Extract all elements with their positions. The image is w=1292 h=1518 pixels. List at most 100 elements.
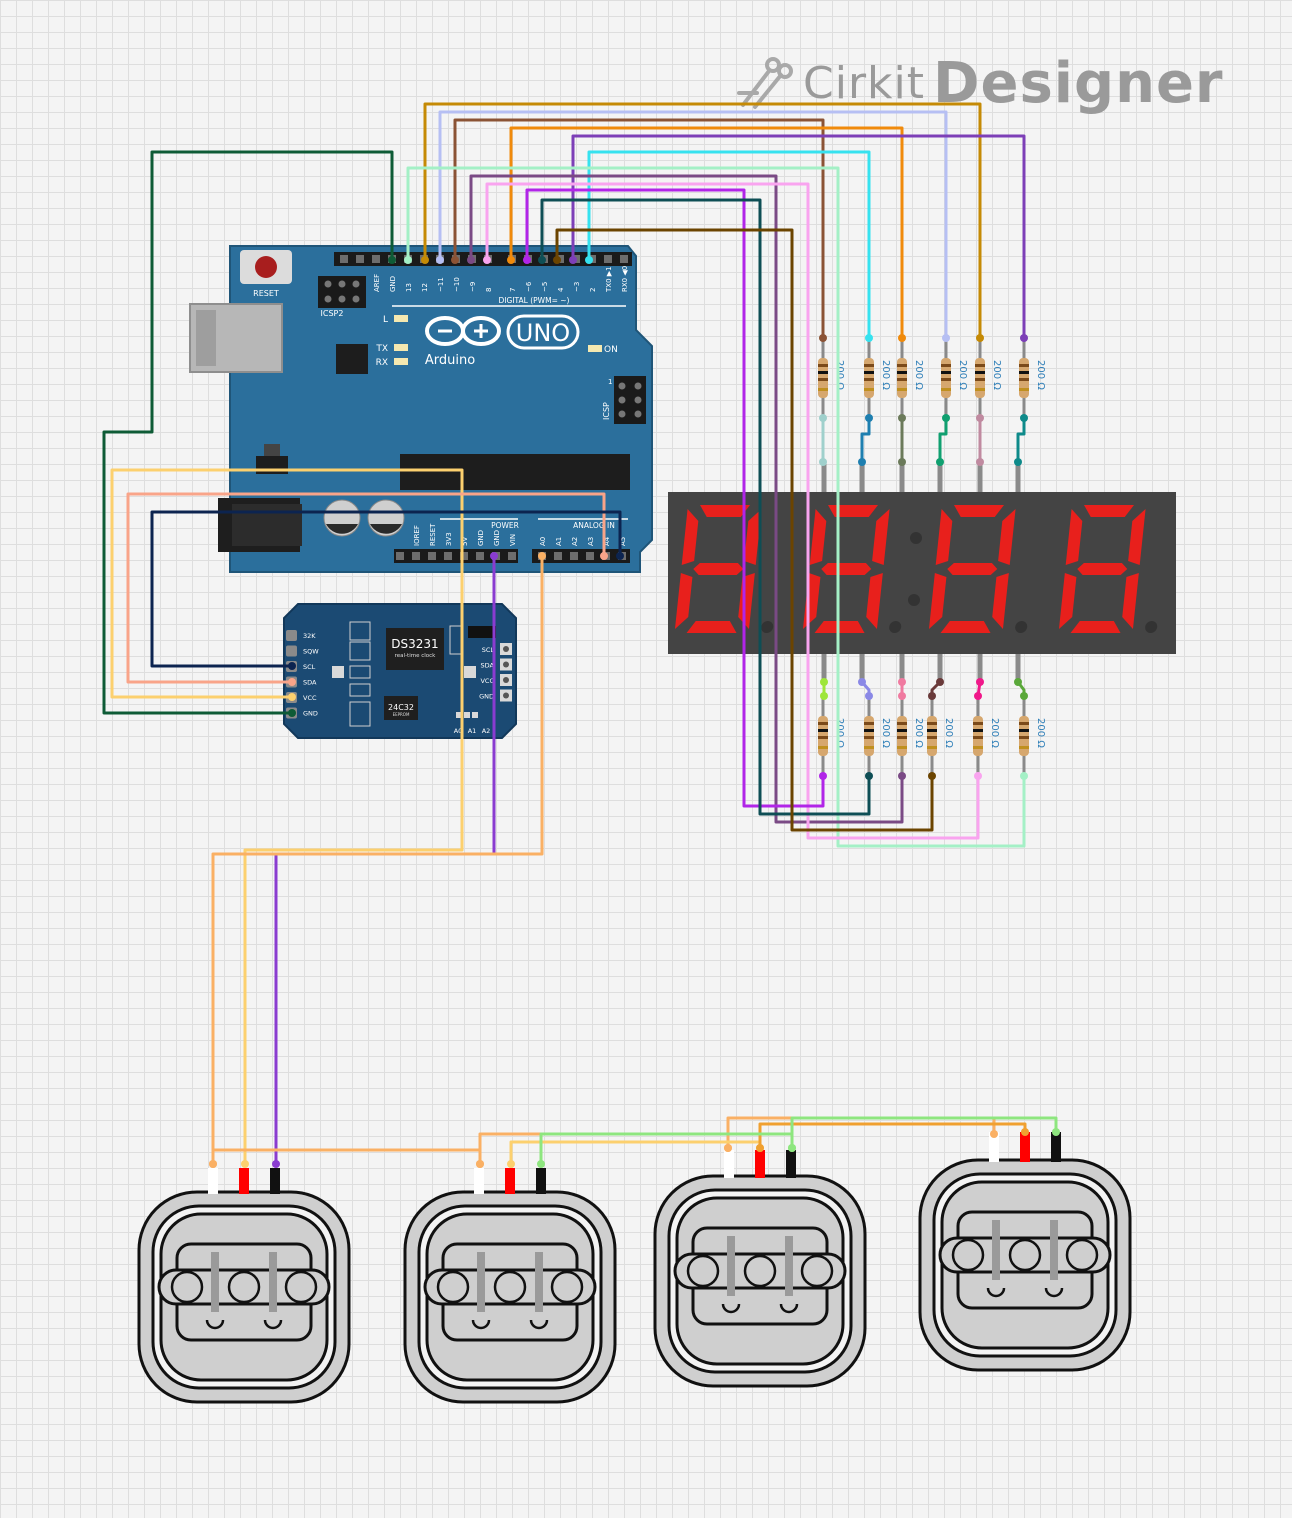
wire-endpoint[interactable]: [585, 256, 593, 264]
wire-endpoint[interactable]: [616, 552, 624, 560]
display-bottom-pin[interactable]: [1015, 654, 1021, 682]
wire-endpoint[interactable]: [538, 256, 546, 264]
wire-endpoint[interactable]: [1020, 414, 1028, 422]
wire-endpoint[interactable]: [1014, 678, 1022, 686]
wire-endpoint[interactable]: [976, 414, 984, 422]
power-pin-hole[interactable]: [444, 552, 452, 560]
resistor-200-ohm[interactable]: 200 Ω: [973, 696, 1000, 776]
wire-endpoint[interactable]: [976, 678, 984, 686]
display-bottom-pin[interactable]: [859, 654, 865, 682]
wire-endpoint[interactable]: [724, 1144, 732, 1152]
wire-endpoint[interactable]: [272, 1160, 280, 1168]
wire-endpoint[interactable]: [858, 678, 866, 686]
power-pin-hole[interactable]: [508, 552, 516, 560]
resistor-200-ohm[interactable]: 200 Ω: [975, 338, 1002, 418]
load-cell[interactable]: [918, 1132, 1132, 1372]
wire-endpoint[interactable]: [898, 458, 906, 466]
wire-endpoint[interactable]: [209, 1160, 217, 1168]
seven-segment-display[interactable]: [668, 462, 1176, 682]
wire-endpoint[interactable]: [898, 692, 906, 700]
wire-endpoint[interactable]: [288, 709, 296, 717]
wire-endpoint[interactable]: [865, 772, 873, 780]
wire-endpoint[interactable]: [942, 334, 950, 342]
wire-endpoint[interactable]: [936, 678, 944, 686]
display-top-pin[interactable]: [821, 462, 827, 492]
resistor-200-ohm[interactable]: 200 Ω: [864, 696, 891, 776]
digital-pin-hole[interactable]: [604, 255, 612, 263]
load-cell[interactable]: [403, 1168, 617, 1404]
digital-pin-hole[interactable]: [372, 255, 380, 263]
wire-endpoint[interactable]: [467, 256, 475, 264]
wire-endpoint[interactable]: [820, 678, 828, 686]
wire-endpoint[interactable]: [865, 414, 873, 422]
analog-pin-hole[interactable]: [570, 552, 578, 560]
load-cell[interactable]: [137, 1168, 351, 1404]
wire-endpoint[interactable]: [976, 458, 984, 466]
power-pin-hole[interactable]: [396, 552, 404, 560]
display-top-pin[interactable]: [1015, 462, 1021, 492]
wire-endpoint[interactable]: [819, 334, 827, 342]
resistor-200-ohm[interactable]: 200 Ω: [897, 696, 924, 776]
wire-endpoint[interactable]: [974, 772, 982, 780]
display-top-pin[interactable]: [937, 462, 943, 492]
wire-endpoint[interactable]: [865, 334, 873, 342]
wire-endpoint[interactable]: [942, 414, 950, 422]
wire-endpoint[interactable]: [928, 772, 936, 780]
wire-endpoint[interactable]: [569, 256, 577, 264]
wire-endpoint[interactable]: [523, 256, 531, 264]
wire-endpoint[interactable]: [1052, 1128, 1060, 1136]
wire-endpoint[interactable]: [898, 414, 906, 422]
wire-endpoint[interactable]: [288, 678, 296, 686]
wire-endpoint[interactable]: [1014, 458, 1022, 466]
wire-endpoint[interactable]: [820, 692, 828, 700]
power-pin-hole[interactable]: [460, 552, 468, 560]
wire-endpoint[interactable]: [976, 334, 984, 342]
analog-pin-hole[interactable]: [554, 552, 562, 560]
rtc-left-pin[interactable]: [286, 645, 297, 657]
wire-endpoint[interactable]: [451, 256, 459, 264]
wire-endpoint[interactable]: [538, 552, 546, 560]
wire-endpoint[interactable]: [819, 458, 827, 466]
wire-endpoint[interactable]: [936, 458, 944, 466]
wire-endpoint[interactable]: [1020, 334, 1028, 342]
load-cell[interactable]: [653, 1150, 867, 1388]
wire-endpoint[interactable]: [1020, 692, 1028, 700]
rtc-left-pin[interactable]: [286, 630, 297, 641]
wire-endpoint[interactable]: [241, 1160, 249, 1168]
resistor-200-ohm[interactable]: 200 Ω: [1019, 696, 1046, 776]
power-pin-hole[interactable]: [428, 552, 436, 560]
wire-endpoint[interactable]: [436, 256, 444, 264]
wire-endpoint[interactable]: [898, 678, 906, 686]
wire-endpoint[interactable]: [1021, 1128, 1029, 1136]
resistor-200-ohm[interactable]: 200 Ω: [818, 696, 845, 776]
digital-pin-hole[interactable]: [620, 255, 628, 263]
display-bottom-pin[interactable]: [937, 654, 943, 682]
display-top-pin[interactable]: [859, 462, 865, 492]
wire-endpoint[interactable]: [507, 256, 515, 264]
display-top-pin[interactable]: [899, 462, 905, 492]
wire-endpoint[interactable]: [819, 772, 827, 780]
wire-endpoint[interactable]: [476, 1160, 484, 1168]
power-pin-hole[interactable]: [412, 552, 420, 560]
wire-endpoint[interactable]: [865, 692, 873, 700]
display-bottom-pin[interactable]: [821, 654, 827, 682]
wire-endpoint[interactable]: [490, 552, 498, 560]
rtc-module[interactable]: DS3231 real-time clock 24C32 EEPROM 32KS…: [283, 603, 517, 739]
display-bottom-pin[interactable]: [977, 654, 983, 682]
wire-endpoint[interactable]: [898, 334, 906, 342]
wire-endpoint[interactable]: [858, 458, 866, 466]
wire-endpoint[interactable]: [553, 256, 561, 264]
wire-endpoint[interactable]: [756, 1144, 764, 1152]
arduino-uno-board[interactable]: RESET ICSP2 1 ICSP: [189, 245, 653, 573]
wire-endpoint[interactable]: [421, 256, 429, 264]
wire-endpoint[interactable]: [819, 414, 827, 422]
wire-endpoint[interactable]: [600, 552, 608, 560]
wire-endpoint[interactable]: [1020, 772, 1028, 780]
resistor-200-ohm[interactable]: 200 Ω: [818, 338, 845, 418]
wire-endpoint[interactable]: [898, 772, 906, 780]
resistor-200-ohm[interactable]: 200 Ω: [941, 338, 968, 418]
wire-endpoint[interactable]: [974, 692, 982, 700]
wire-endpoint[interactable]: [388, 256, 396, 264]
wire-endpoint[interactable]: [288, 693, 296, 701]
analog-pin-hole[interactable]: [586, 552, 594, 560]
